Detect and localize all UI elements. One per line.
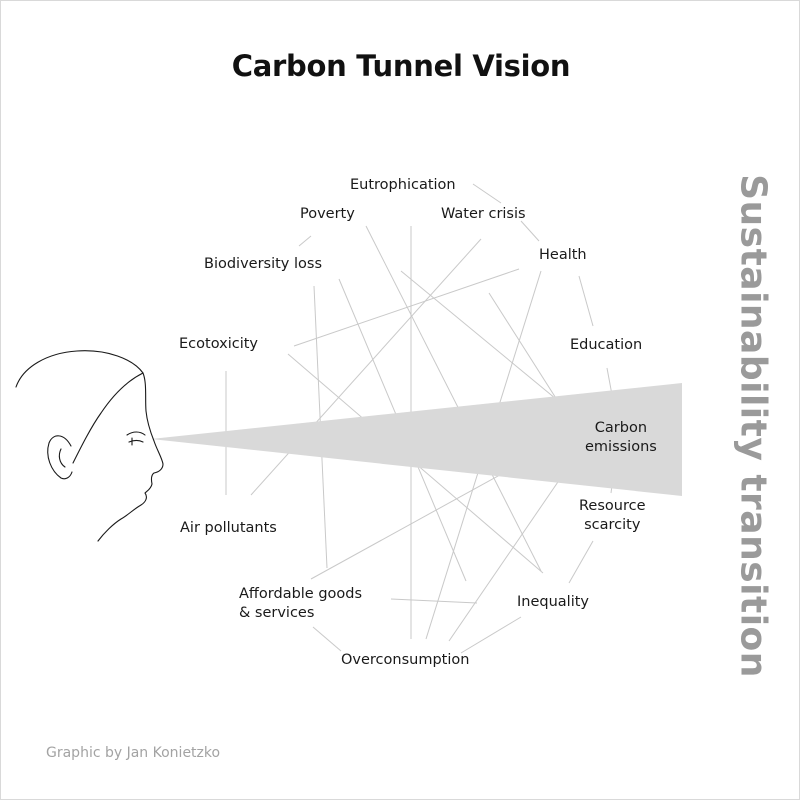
connector-line	[365, 225, 542, 572]
connector-line	[578, 275, 594, 327]
topic-inequality: Inequality	[517, 594, 589, 610]
topic-affordable-goods-services: Affordable goods & services	[239, 586, 363, 621]
connector-line	[520, 220, 540, 242]
topic-health: Health	[539, 247, 587, 263]
diagram-title: Carbon Tunnel Vision	[231, 49, 571, 83]
connector-line	[568, 540, 594, 584]
topic-resource-scarcity: Resource scarcity	[579, 498, 646, 533]
connector-line	[312, 626, 342, 652]
connector-line	[488, 292, 567, 415]
connector-line	[390, 598, 478, 604]
connector-line	[472, 183, 502, 204]
tunnel-vision-cone	[151, 383, 682, 496]
face-profile-icon	[15, 350, 164, 542]
topic-carbon-emissions: Carbon emissions	[585, 420, 657, 455]
connector-line	[298, 235, 312, 247]
connector-line	[400, 270, 574, 414]
topic-biodiversity-loss: Biodiversity loss	[204, 256, 323, 272]
topic-eutrophication: Eutrophication	[350, 177, 456, 193]
connector-line	[460, 616, 522, 654]
topic-overconsumption: Overconsumption	[341, 652, 470, 668]
topic-ecotoxicity: Ecotoxicity	[179, 336, 258, 352]
graphic-credit: Graphic by Jan Konietzko	[46, 745, 221, 761]
connector-line	[293, 268, 520, 347]
topic-education: Education	[570, 337, 643, 353]
topic-poverty: Poverty	[300, 206, 355, 222]
topic-air-pollutants: Air pollutants	[180, 520, 277, 536]
topic-water-crisis: Water crisis	[441, 206, 526, 222]
sustainability-transition-label: Sustainability transition	[732, 174, 774, 678]
